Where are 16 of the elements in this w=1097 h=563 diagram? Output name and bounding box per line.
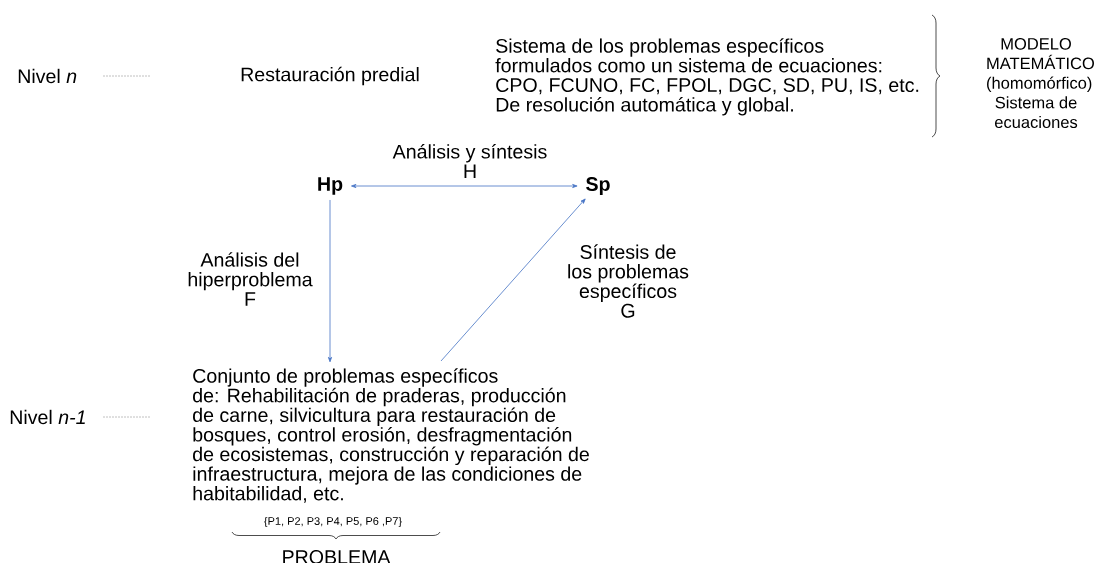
edge-label: Análisis del hiperproblema F xyxy=(183,251,317,307)
level-label: Nivel n xyxy=(18,68,77,84)
problem-set-text: Conjunto de problemas específicos de: Rehabilitación de praderas, producción de carne, silvicultura para restauración de bosques, control erosión, desfragmentación de ecosistemas, construcción y reparación de infraestructura, mejora de las condiciones de habitabilidad, etc. xyxy=(193,368,589,503)
heading-text: Restauración predial xyxy=(241,66,419,86)
model-label: MODELO MATEMÁTICO (homomórfico) Sistema de ecuaciones xyxy=(987,37,1094,129)
arrow xyxy=(351,184,578,188)
edge-label: Análisis y síntesis H xyxy=(385,143,555,179)
node-label: Sp xyxy=(586,177,610,195)
set-notation: {P1, P2, P3, P4, P5, P6 ,P7} xyxy=(264,516,402,528)
edge-label: Síntesis de los problemas específicos G xyxy=(559,243,697,319)
arrow xyxy=(328,199,332,363)
caption-label: PROBLEMA xyxy=(283,550,391,563)
node-label: Hp xyxy=(318,177,343,195)
level-label: Nivel n-1 xyxy=(10,409,85,425)
description-text: Sistema de los problemas específicos formulados como un sistema de ecuaciones: CPO, FCUNO, FC, FPOL, DGC, SD, PU, IS, etc. De resolución automática y global. xyxy=(495,38,919,116)
arrow xyxy=(440,198,586,362)
